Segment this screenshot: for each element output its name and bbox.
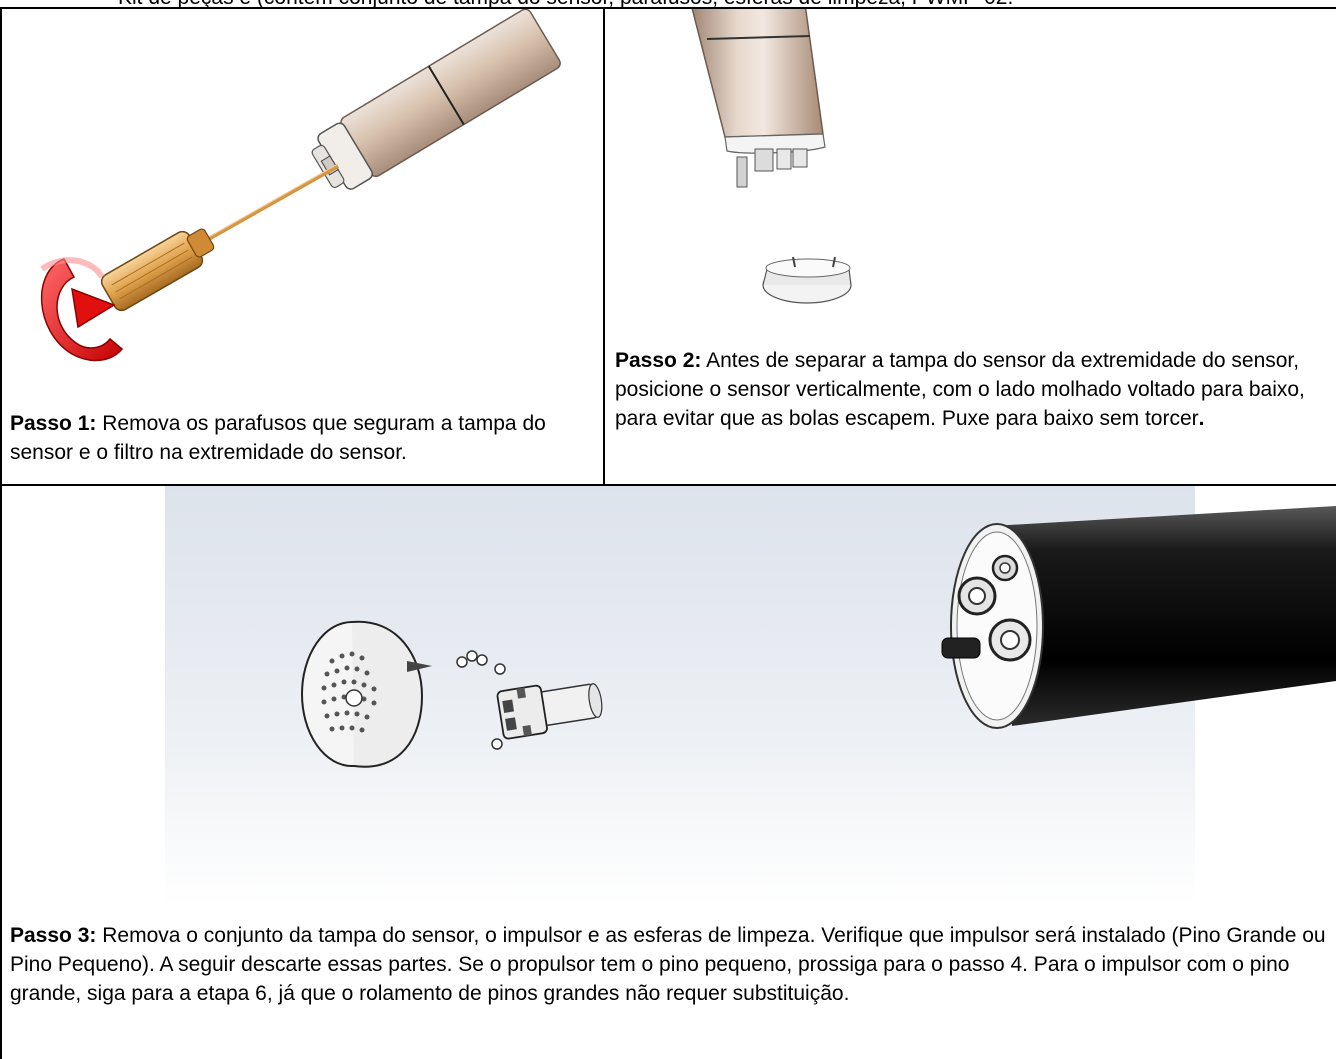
table-top-border (0, 7, 1336, 9)
step3-text: Remova o conjunto da tampa do sensor, o … (10, 924, 1326, 1005)
exploded-sensor-icon (165, 486, 1336, 904)
screwdriver-icon (40, 9, 561, 362)
step2-text: Antes de separar a tampa do sensor da ex… (615, 349, 1305, 430)
step3-cell: Passo 3: Remova o conjunto da tampa do s… (2, 486, 1336, 1059)
steps-table: Passo 1: Remova os parafusos que seguram… (0, 7, 1336, 1059)
step2-cell: Passo 2: Antes de separar a tampa do sen… (605, 9, 1336, 484)
table-column-divider (603, 7, 605, 485)
step2-suffix: . (1198, 407, 1205, 430)
step2-label: Passo 2: (615, 349, 702, 372)
table-middle-border (0, 484, 1336, 486)
step3-label: Passo 3: (10, 924, 97, 947)
step2-caption: Passo 2: Antes de separar a tampa do sen… (615, 346, 1330, 433)
kit-line: Kit de peças e (contém conjunto de tampa… (118, 0, 1013, 8)
sensor-cap-icon (691, 9, 852, 304)
cropped-kit-text: Kit de peças e (contém conjunto de tampa… (0, 0, 1336, 8)
step3-caption: Passo 3: Remova o conjunto da tampa do s… (10, 921, 1332, 1008)
step1-cell: Passo 1: Remova os parafusos que seguram… (2, 9, 603, 484)
step1-caption: Passo 1: Remova os parafusos que seguram… (10, 409, 595, 467)
step1-text: Remova os parafusos que seguram a tampa … (10, 412, 546, 464)
table-left-border (0, 7, 2, 1059)
step1-label: Passo 1: (10, 412, 97, 435)
